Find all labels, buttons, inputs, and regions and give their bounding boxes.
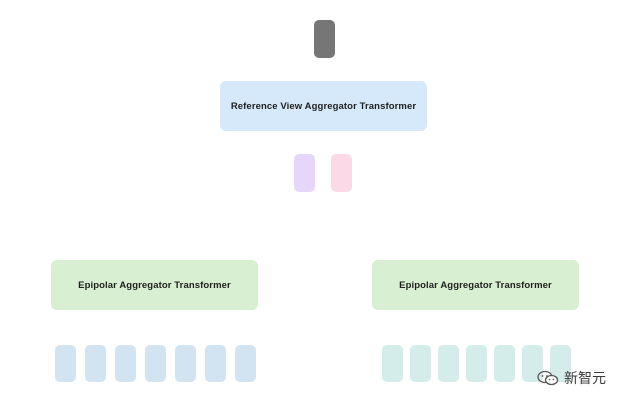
left-input-token-1 [55, 345, 76, 382]
left-input-token-6 [205, 345, 226, 382]
epipolar-aggregator-left-box: Epipolar Aggregator Transformer [51, 260, 258, 310]
left-input-token-3 [115, 345, 136, 382]
right-input-token-7 [550, 345, 571, 382]
wechat-icon [537, 370, 559, 386]
right-input-token-5 [494, 345, 515, 382]
left-input-token-2 [85, 345, 106, 382]
right-input-token-3 [438, 345, 459, 382]
watermark-text: 新智元 [564, 370, 606, 386]
right-input-token-4 [466, 345, 487, 382]
right-input-token-6 [522, 345, 543, 382]
left-input-tokens [55, 345, 256, 382]
right-input-tokens [382, 345, 572, 382]
right-input-token-2 [410, 345, 431, 382]
watermark: 新智元 [537, 368, 606, 388]
left-input-token-5 [175, 345, 196, 382]
intermediate-token-pink [331, 154, 352, 192]
left-input-token-4 [145, 345, 166, 382]
epipolar-aggregator-right-box: Epipolar Aggregator Transformer [372, 260, 579, 310]
epipolar-aggregator-right-label: Epipolar Aggregator Transformer [399, 279, 552, 291]
epipolar-aggregator-left-label: Epipolar Aggregator Transformer [78, 279, 231, 291]
right-input-token-1 [382, 345, 403, 382]
reference-view-aggregator-label: Reference View Aggregator Transformer [230, 100, 417, 112]
reference-view-aggregator-box: Reference View Aggregator Transformer [220, 81, 427, 131]
output-token [314, 20, 335, 58]
left-input-token-7 [235, 345, 256, 382]
intermediate-token-purple [294, 154, 315, 192]
